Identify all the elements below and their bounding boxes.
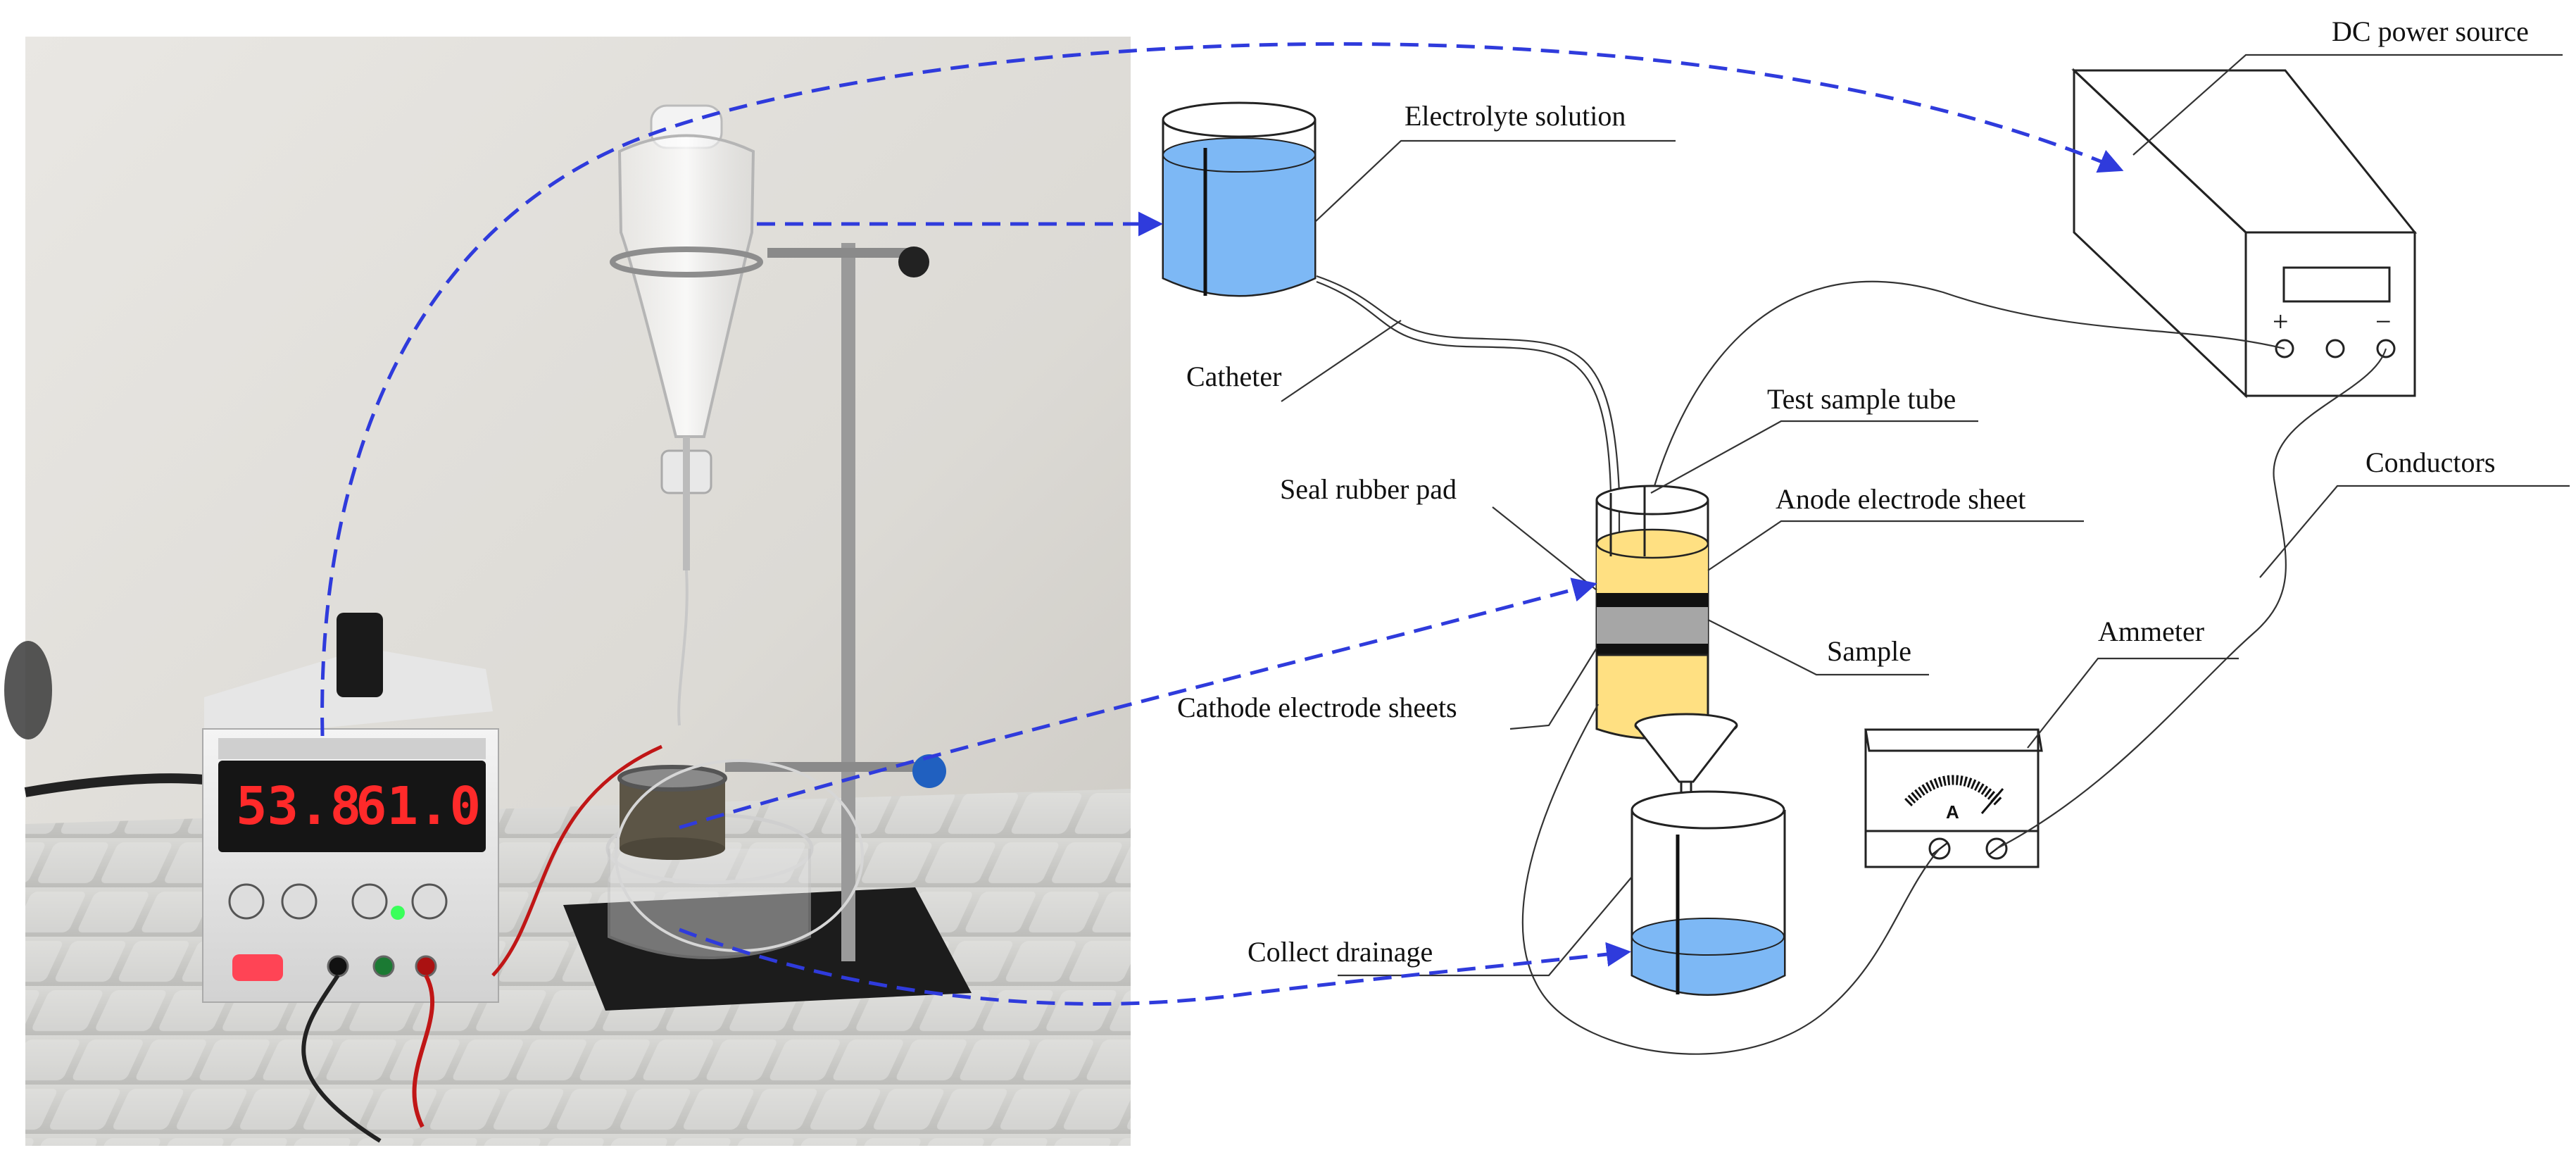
terminal-icon [372, 955, 395, 978]
knob-icon [281, 883, 318, 920]
label-sample: Sample [1827, 635, 1911, 667]
tiled-table [25, 789, 1131, 1146]
ammeter-terminal-icon [1985, 837, 2008, 860]
cathode-sheet [1597, 644, 1708, 655]
photo-panel: 53.8 61.0 [4, 37, 1131, 1146]
dc-power-supply-photo: 53.8 61.0 [202, 613, 499, 1003]
collecting-beaker [1631, 790, 1786, 996]
terminal-icon [327, 955, 349, 978]
catheter-line [1316, 275, 1621, 549]
power-switch [232, 954, 283, 981]
arrow-cell-to-tube [679, 577, 1597, 830]
knob-icon [228, 883, 265, 920]
anode-sheet [1597, 593, 1708, 607]
knob-icon [351, 883, 388, 920]
current-readout: 61.0 [356, 776, 481, 837]
conductor-wires [1521, 280, 2387, 1055]
electrolyte-beaker [1162, 101, 1317, 297]
test-sample-tube-assembly [1595, 485, 1709, 739]
label-catheter: Catheter [1186, 361, 1282, 392]
dc-power-source-schematic: + − [2071, 68, 2418, 399]
catheter-line-inner [1316, 280, 1612, 549]
terminal-middle-icon [2325, 339, 2345, 358]
black-lead [301, 974, 382, 1143]
clamp-knob-icon [912, 754, 946, 788]
display-panel [218, 761, 486, 852]
sample-cell-photo [605, 759, 864, 959]
leader-lines [1281, 54, 2570, 977]
label-ammeter: Ammeter [2098, 616, 2204, 647]
ammeter-schematic: A [1864, 728, 2043, 868]
arrow-psu-to-dc [320, 42, 2124, 737]
power-cable [24, 773, 212, 797]
funnel [1634, 713, 1738, 813]
ammeter-terminal-icon [1928, 837, 1951, 860]
red-lead-2 [491, 744, 663, 977]
red-lead [412, 974, 435, 1128]
terminal-negative-icon [2376, 339, 2396, 358]
label-electrolyte-solution: Electrolyte solution [1405, 100, 1626, 132]
sample-layer [1597, 607, 1708, 644]
label-cathode-electrode-sheets: Cathode electrode sheets [1177, 692, 1457, 723]
handle [337, 613, 383, 697]
ammeter-scale [1904, 775, 2003, 807]
plus-sign: + [2273, 306, 2289, 337]
arrow-beaker-to-drainage [679, 928, 1631, 1006]
correspondence-arrows [320, 42, 2124, 1006]
display-window [2282, 266, 2391, 303]
terminal-icon [415, 955, 437, 978]
dark-object [4, 641, 52, 739]
diagram-labels: DC power source Electrolyte solution Cat… [1177, 15, 2529, 968]
label-test-sample-tube: Test sample tube [1767, 383, 1956, 415]
label-seal-rubber-pad: Seal rubber pad [1280, 473, 1457, 505]
label-conductors: Conductors [2365, 447, 2495, 478]
needle-icon [1980, 788, 2004, 814]
label-collect-drainage: Collect drainage [1248, 936, 1433, 968]
green-led-icon [391, 906, 405, 920]
minus-sign: − [2375, 306, 2392, 337]
voltage-readout: 53.8 [236, 776, 361, 837]
knob-icon [411, 883, 448, 920]
label-anode-electrode-sheet: Anode electrode sheet [1776, 483, 2025, 515]
label-dc-power-source: DC power source [2332, 15, 2529, 47]
ammeter-face-label: A [1946, 801, 1959, 823]
terminal-positive-icon [2275, 339, 2294, 358]
